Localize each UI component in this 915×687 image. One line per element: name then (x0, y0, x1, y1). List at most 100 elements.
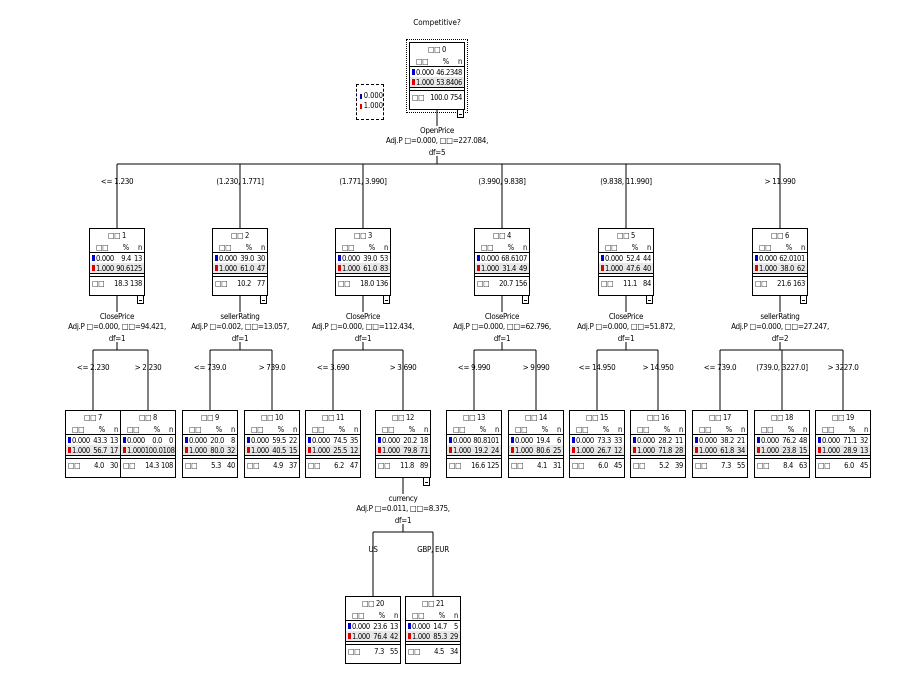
cell: □□ (695, 461, 708, 470)
branch-label: (1.771, 3.990] (339, 177, 387, 186)
collapse-toggle-icon[interactable] (260, 295, 267, 304)
cell: □□ (382, 424, 395, 434)
cell: % (631, 242, 638, 252)
collapse-toggle-icon[interactable] (522, 295, 529, 304)
collapse-toggle-icon[interactable] (423, 477, 430, 486)
cell: 1.000 (637, 445, 655, 455)
split-label-line: Adj.P □=0.000, □□=94.421, (68, 322, 166, 331)
cell: 1.000 (189, 445, 207, 455)
cell: 1.000 (515, 445, 533, 455)
cell: n (458, 56, 462, 66)
class-swatch-icon (511, 447, 514, 453)
cell: % (277, 424, 284, 434)
cell: □□ (601, 279, 614, 288)
split-label-line: ClosePrice (484, 312, 520, 321)
cell: □□ (515, 424, 528, 434)
cell: 0.000 (515, 435, 533, 445)
cell: 0.000 (312, 435, 330, 445)
split-label-line: Adj.P □=0.000, □□=62.796, (453, 322, 551, 331)
cell: 8 (231, 435, 235, 445)
cell: 56.7 (93, 445, 108, 455)
cell: 0.0 (152, 435, 163, 445)
cell: 71.8 (658, 445, 673, 455)
cell: 24 (491, 445, 499, 455)
branch-label: GBP, EUR (417, 545, 449, 554)
cell: 79.8 (403, 445, 418, 455)
node-column-headers: □□%n (66, 424, 120, 435)
cell: % (378, 610, 385, 620)
cell: 1.000 (416, 77, 434, 87)
cell: 77 (257, 279, 265, 288)
cell: 101 (487, 435, 499, 445)
cell: 83 (380, 263, 388, 273)
legend-swatch-icon (360, 93, 362, 99)
cell: 48 (799, 435, 807, 445)
cell: 1.000 (453, 445, 471, 455)
cell: 0.000 (699, 435, 717, 445)
node-header: □□ 11 (322, 413, 344, 422)
collapse-toggle-icon[interactable] (646, 295, 653, 304)
cell: 28.9 (843, 445, 858, 455)
cell: 71 (420, 445, 428, 455)
branch-label: > 3.690 (389, 363, 417, 372)
cell: 0 (169, 435, 173, 445)
cell: 6.2 (334, 461, 344, 470)
class-swatch-icon (378, 437, 381, 443)
class-swatch-icon (818, 437, 821, 443)
cell: % (725, 424, 732, 434)
cell: 1.000 (127, 445, 145, 455)
cell: □□ (412, 93, 425, 102)
cell: 6.0 (598, 461, 608, 470)
cell: % (408, 424, 415, 434)
split-label-line: Adj.P □=0.000, □□=27.247, (731, 322, 829, 331)
cell: 12 (614, 445, 622, 455)
collapse-toggle-icon[interactable] (383, 295, 390, 304)
cell: % (541, 424, 548, 434)
class-swatch-icon (449, 437, 452, 443)
cell: % (338, 424, 345, 434)
cell: 1.000 (72, 445, 90, 455)
collapse-toggle-icon[interactable] (137, 295, 144, 304)
cell: 38.2 (720, 435, 735, 445)
cell: 1.000 (605, 263, 623, 273)
cell: 6.0 (844, 461, 854, 470)
cell: 40.5 (272, 445, 287, 455)
collapse-toggle-icon[interactable] (457, 109, 464, 118)
split-label-line: Adj.P □=0.002, □□=13.057, (191, 322, 289, 331)
split-label-line: df=1 (231, 334, 249, 343)
cell: 0.000 (759, 253, 777, 263)
collapse-toggle-icon[interactable] (800, 295, 807, 304)
cell: 34 (737, 445, 745, 455)
cell: 84 (643, 279, 651, 288)
class-swatch-icon (308, 437, 311, 443)
